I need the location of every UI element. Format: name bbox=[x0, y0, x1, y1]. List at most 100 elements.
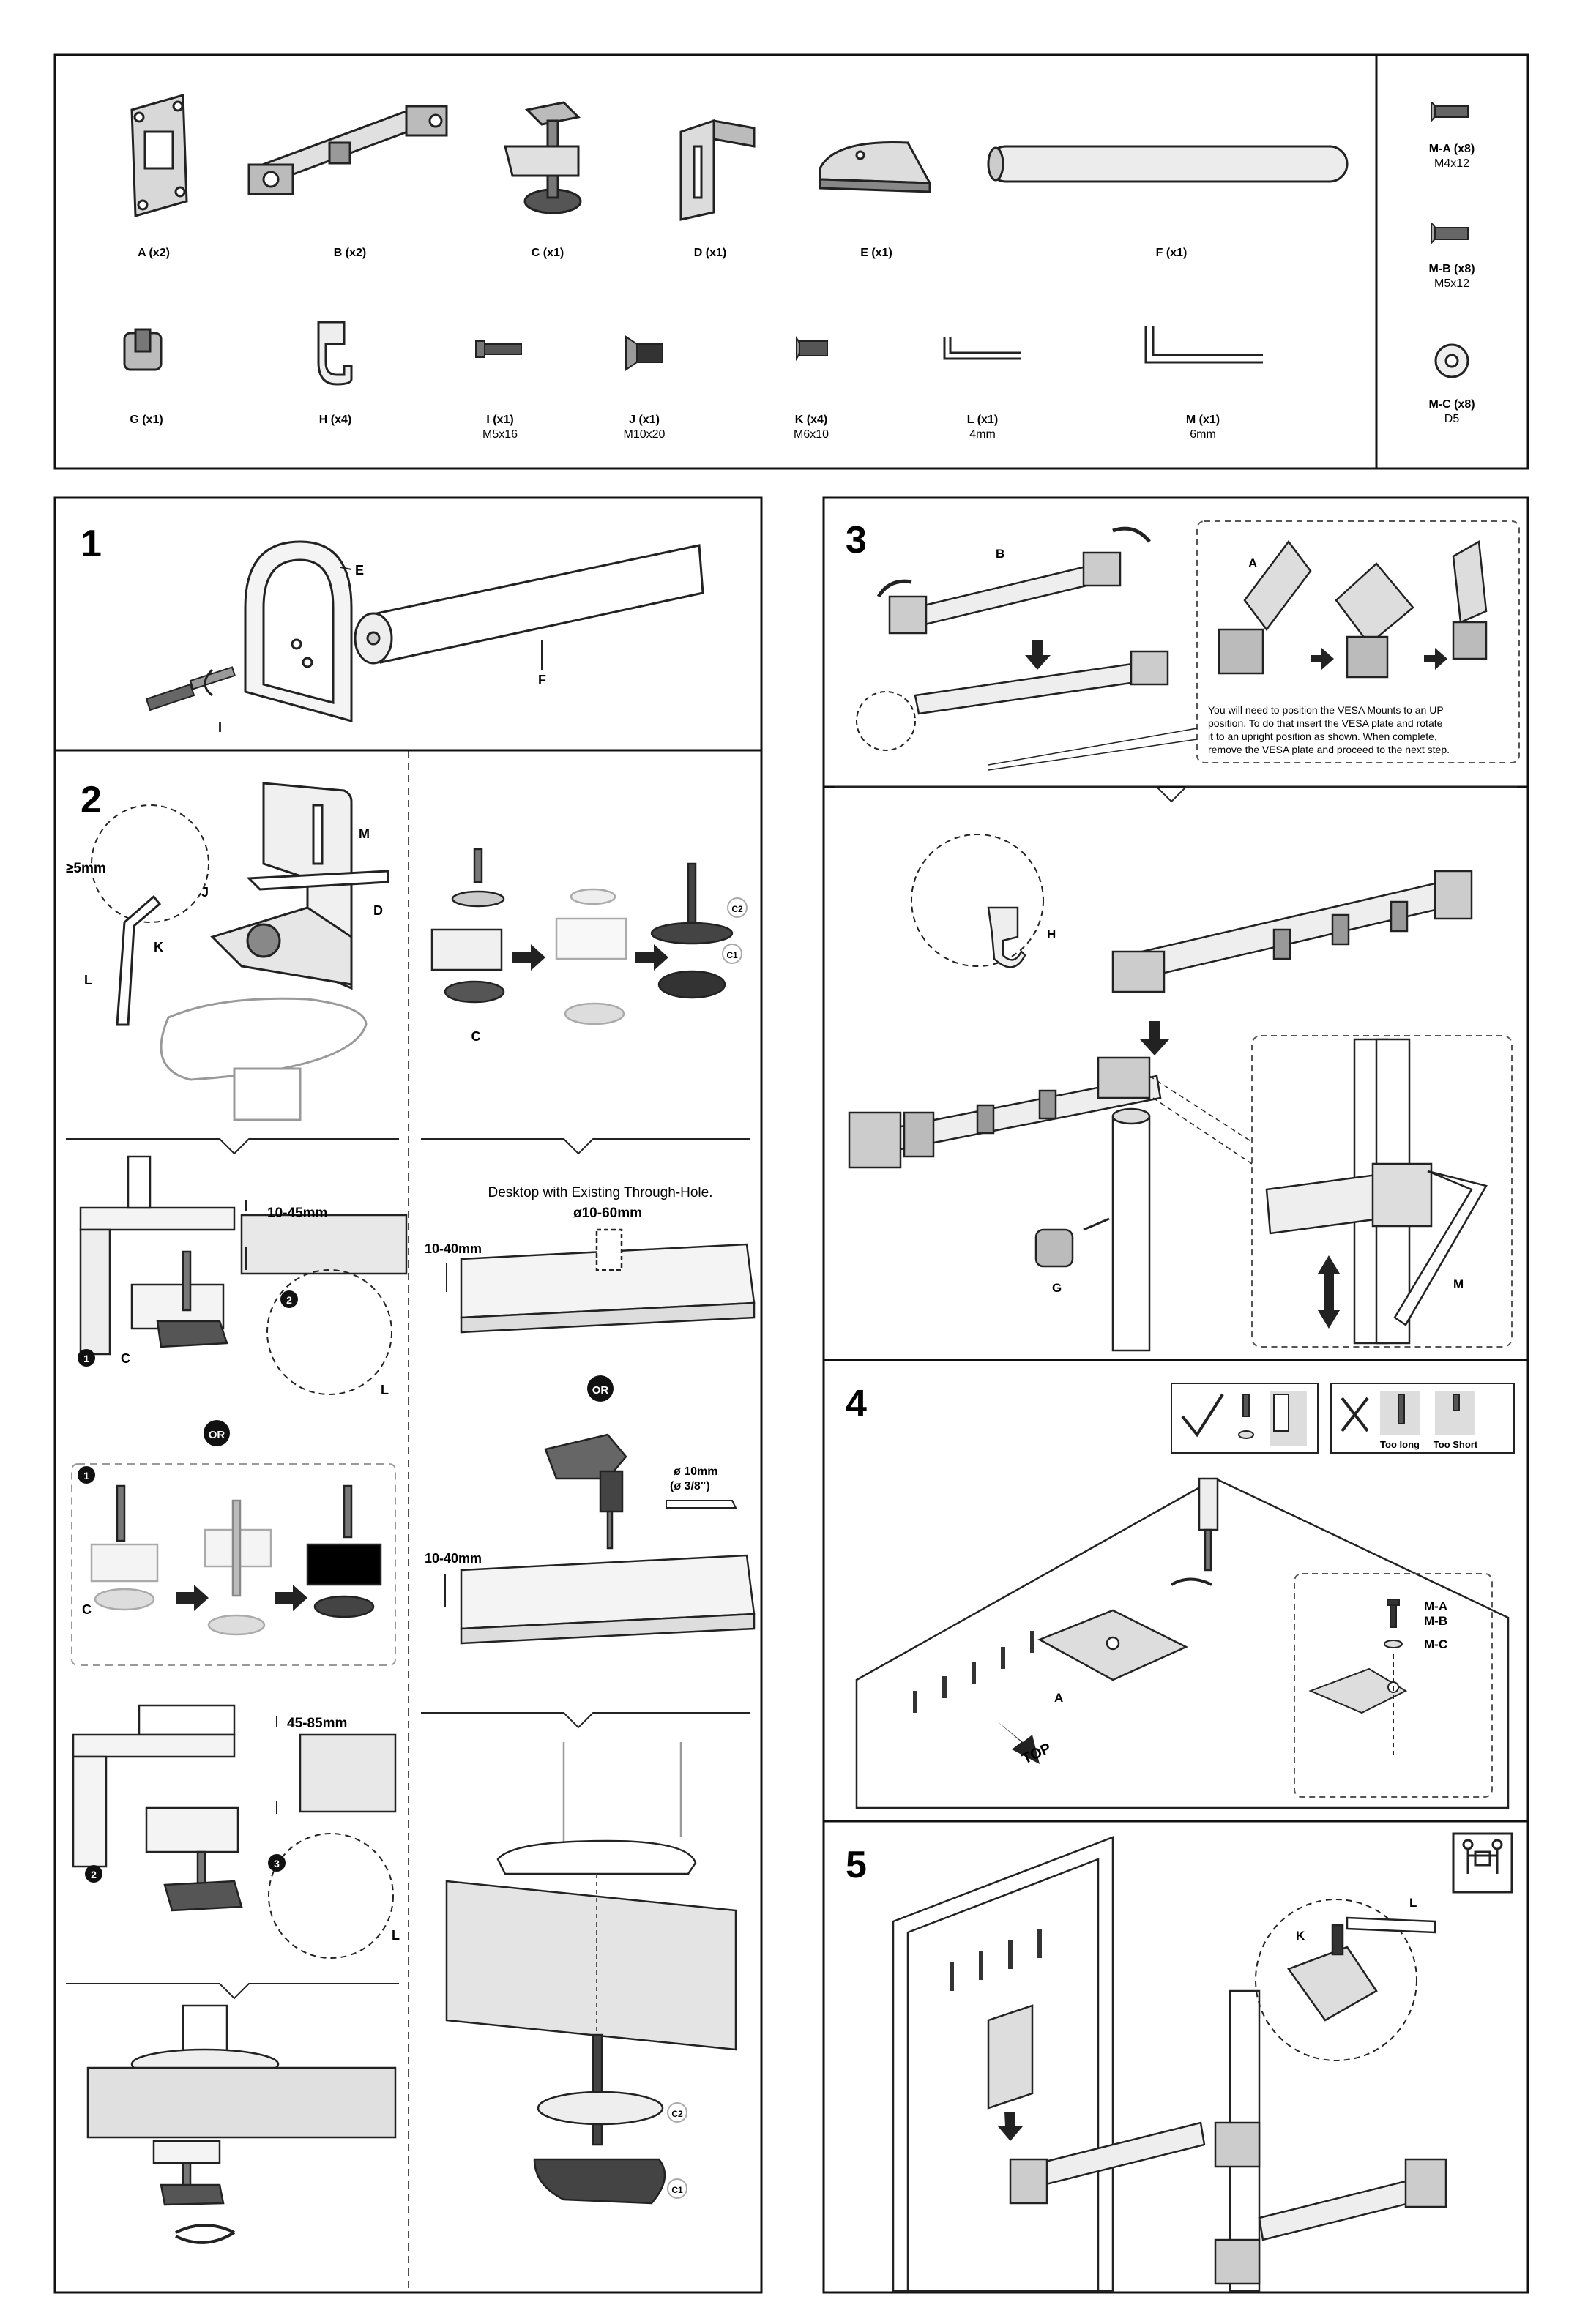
step3-label-b: B bbox=[996, 547, 1004, 561]
part-f-pole-icon bbox=[987, 145, 1349, 183]
part-label: L (x1) bbox=[967, 414, 998, 426]
step2-clamp-small-icon bbox=[79, 1155, 408, 1356]
step4-label-ma: M-A bbox=[1424, 1599, 1447, 1613]
step2-c1-label: C1 bbox=[671, 2185, 683, 2195]
step2-clamp-large-icon bbox=[72, 1704, 397, 1912]
step2-label-l: L bbox=[381, 1383, 389, 1397]
step2-thickness-2: 10-40mm bbox=[425, 1551, 482, 1566]
step3-label-g: G bbox=[1052, 1281, 1062, 1295]
step2-drill-size-b: (ø 3/8") bbox=[670, 1480, 710, 1492]
step3-note-line: You will need to position the VESA Mount… bbox=[1208, 704, 1444, 716]
hardware-mb-screw-icon bbox=[1431, 221, 1469, 245]
step-number: 2 bbox=[81, 779, 102, 821]
part-size: M5x16 bbox=[482, 428, 518, 441]
part-label: K (x4) bbox=[795, 414, 827, 426]
part-label: C (x1) bbox=[532, 247, 564, 259]
step2-clamp-sequence-icon bbox=[430, 848, 734, 1025]
part-j-bolt-icon bbox=[625, 335, 663, 371]
step4-correct-screw-icon bbox=[1238, 1391, 1307, 1446]
part-label: A (x2) bbox=[138, 247, 170, 259]
part-label: D (x1) bbox=[694, 247, 726, 259]
step2-label-c: C bbox=[82, 1602, 92, 1617]
step3-upper-arm-icon bbox=[1111, 870, 1473, 993]
step-substep-1: 1 bbox=[83, 1470, 89, 1482]
step1-screwdriver-icon bbox=[145, 666, 236, 711]
step1-pole-icon bbox=[354, 544, 704, 665]
step-number: 3 bbox=[846, 519, 867, 561]
step3-note-line: position. To do that insert the VESA pla… bbox=[1208, 717, 1443, 729]
step-number: 5 bbox=[846, 1844, 867, 1886]
part-g-cable-clip-icon bbox=[123, 328, 163, 371]
step-substep-2: 2 bbox=[286, 1294, 292, 1306]
step4-label-a: A bbox=[1054, 1691, 1063, 1705]
step2-label-l: L bbox=[84, 973, 92, 987]
part-label: F (x1) bbox=[1156, 247, 1188, 259]
step2-c2-label: C2 bbox=[731, 904, 743, 914]
step2-hex-key-l-icon bbox=[116, 894, 162, 1026]
step3-lower-arm-icon bbox=[848, 1056, 1162, 1169]
step1-label-f: F bbox=[538, 673, 546, 687]
part-label: E (x1) bbox=[860, 247, 892, 259]
step2-gap-label: ≥5mm bbox=[66, 861, 106, 876]
part-size: M10x20 bbox=[624, 428, 666, 441]
step2-desk-hole-icon bbox=[460, 1228, 756, 1334]
step5-monitor-icon bbox=[892, 1836, 1114, 2293]
step-number: 1 bbox=[81, 523, 102, 565]
hardware-size: M4x12 bbox=[1434, 157, 1469, 170]
step-substep-3: 3 bbox=[274, 1858, 280, 1869]
step2-through-bolt-icon bbox=[445, 1742, 737, 2205]
part-label: I (x1) bbox=[486, 414, 513, 426]
hardware-label: M-A (x8) bbox=[1429, 143, 1475, 155]
step2-clamp-range-a: 10-45mm bbox=[267, 1206, 327, 1221]
hardware-size: M5x12 bbox=[1434, 277, 1469, 290]
step-number: 4 bbox=[846, 1383, 867, 1425]
step-substep-2: 2 bbox=[91, 1869, 97, 1880]
part-b-arm-icon bbox=[247, 105, 448, 195]
part-c-clamp-icon bbox=[504, 101, 582, 214]
part-label: G (x1) bbox=[130, 414, 163, 426]
step2-or-label: OR bbox=[209, 1429, 225, 1441]
step2-label-c: C bbox=[471, 1029, 481, 1044]
part-d-bracket-icon bbox=[679, 119, 756, 221]
step1-label-e: E bbox=[355, 563, 364, 578]
step2-clamp-range-b: 45-85mm bbox=[287, 1716, 347, 1731]
step2-desk-title: Desktop with Existing Through-Hole. bbox=[488, 1185, 713, 1200]
step2-label-k: K bbox=[154, 940, 163, 954]
step3-height-adjust-icon bbox=[1265, 1038, 1488, 1345]
steps-3-5-panel: 3 B A You will need to position the VESA… bbox=[822, 496, 1529, 2294]
step2-label-d: D bbox=[373, 903, 383, 918]
step2-clamp-alt-sequence-icon bbox=[90, 1484, 382, 1636]
step4-too-long: Too long bbox=[1380, 1439, 1420, 1450]
step2-installed-clamp-icon bbox=[86, 2004, 397, 2206]
part-label: B (x2) bbox=[334, 247, 366, 259]
step4-label-mb: M-B bbox=[1424, 1614, 1447, 1628]
part-label: H (x4) bbox=[319, 414, 351, 426]
step4-screwdriver-icon bbox=[1198, 1477, 1219, 1572]
hardware-ma-screw-icon bbox=[1431, 101, 1469, 123]
step5-detail-icon bbox=[1287, 1916, 1436, 2022]
step2-hex-key-m-icon bbox=[246, 870, 389, 891]
step3-cable-clip-icon bbox=[1034, 1228, 1074, 1268]
part-size: M6x10 bbox=[794, 428, 829, 441]
hardware-size: D5 bbox=[1444, 413, 1460, 425]
two-person-lift-icon bbox=[1452, 1832, 1513, 1894]
step4-label-mc: M-C bbox=[1424, 1637, 1447, 1651]
step4-wrong-screw-icon bbox=[1380, 1391, 1475, 1435]
step3-note-line: it to an upright position as shown. When… bbox=[1208, 731, 1437, 742]
part-m-hex-key-icon bbox=[1144, 326, 1263, 364]
part-label: M (x1) bbox=[1186, 414, 1220, 426]
steps-1-2-panel: 1 E F I 2 ≥5mm M J D K L bbox=[53, 496, 763, 2294]
step4-hardware-stack-icon bbox=[1308, 1599, 1408, 1757]
step2-c2-label: C2 bbox=[671, 2109, 683, 2119]
step2-label-c: C bbox=[121, 1351, 130, 1366]
part-e-base-icon bbox=[819, 141, 932, 193]
step2-thickness-1: 10-40mm bbox=[425, 1241, 482, 1256]
hardware-mc-washer-icon bbox=[1434, 343, 1469, 378]
step3-label-h: H bbox=[1047, 927, 1056, 941]
part-size: 4mm bbox=[969, 428, 996, 441]
step2-drill-icon bbox=[544, 1433, 627, 1550]
step3-label-m: M bbox=[1453, 1277, 1464, 1291]
step4-monitor-back-icon bbox=[855, 1477, 1510, 1809]
step2-drill-size-a: ø 10mm bbox=[674, 1465, 717, 1478]
step3-vesa-rotate-icon bbox=[1218, 539, 1488, 679]
